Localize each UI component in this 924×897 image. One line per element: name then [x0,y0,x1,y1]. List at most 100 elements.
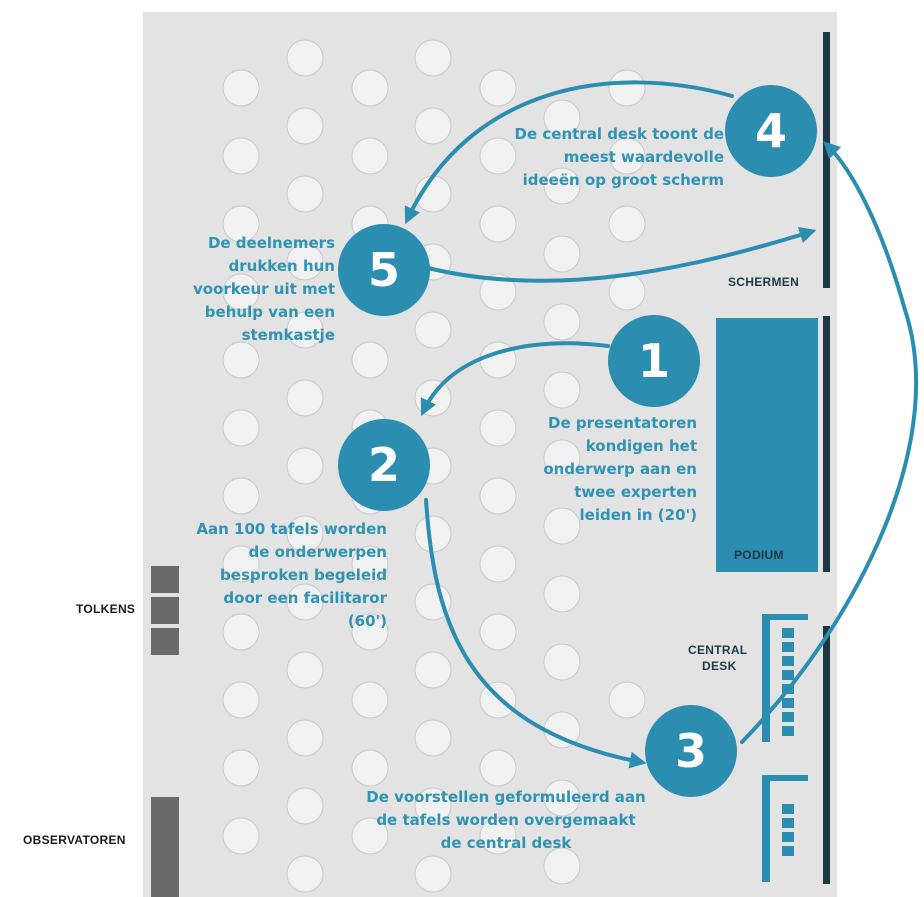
round-table [286,447,324,485]
round-table [286,855,324,893]
step-1-line: leiden in (20') [579,506,698,524]
schermen-label: SCHERMEN [728,275,800,289]
round-table [414,107,452,145]
round-table [479,749,517,787]
step-badge-circle [645,705,737,797]
step-badge-circle [608,315,700,407]
arrow-2-to-3 [424,498,647,769]
round-table [414,787,452,825]
step-3-line: de central desk [440,834,572,852]
step-badge-number: 2 [368,438,400,492]
step-1-text: De presentatoren kondigen het onderwerp … [543,412,697,527]
round-table [286,651,324,689]
arrow-4-to-5 [404,80,734,225]
step-badge-number: 4 [755,104,787,158]
step-2-line: Aan 100 tafels worden [196,520,387,538]
central-desk-label-line-1: CENTRAL [688,643,748,657]
screen-middle [823,316,830,572]
round-table [351,341,389,379]
round-table [222,273,260,311]
round-table [286,311,324,349]
round-table [543,575,581,613]
round-table [414,39,452,77]
observer-booth [151,797,179,897]
step-4-line: meest waardevolle [563,148,724,166]
central-desk-label-line-2: DESK [702,659,737,673]
round-table [479,273,517,311]
round-table [286,583,324,621]
step-3-line: De voorstellen geformuleerd aan [366,788,646,806]
step-5-text: De deelnemers drukken hun voorkeur uit m… [193,232,335,347]
step-3-line: de tafels worden overgemaakt [376,811,636,829]
round-table [286,515,324,553]
round-table [222,749,260,787]
tolkens-label: TOLKENS [76,602,136,616]
step-2-line: de onderwerpen [248,543,387,561]
round-table [351,681,389,719]
step-5-line: drukken hun [228,257,335,275]
step-badge-circle [338,224,430,316]
round-table [414,515,452,553]
round-table [414,651,452,689]
round-table [286,39,324,77]
round-table [479,681,517,719]
round-table [608,681,646,719]
step-badge-2: 2 [338,419,430,511]
round-table [543,779,581,817]
tolken-booth-2 [151,597,179,624]
round-table [351,749,389,787]
round-table [286,719,324,757]
round-table [286,787,324,825]
step-1-line: De presentatoren [548,414,697,432]
round-table [479,477,517,515]
round-table [479,137,517,175]
round-table [351,545,389,583]
round-table [222,205,260,243]
round-table [286,243,324,281]
step-2-text: Aan 100 tafels worden de onderwerpen bes… [196,518,387,633]
round-table [479,545,517,583]
round-table [351,137,389,175]
step-badge-number: 5 [368,243,400,297]
tolken-booth-1 [151,566,179,593]
arrow-3-to-4 [740,141,919,744]
round-table [479,817,517,855]
round-table [543,99,581,137]
round-table [222,409,260,447]
step-5-line: De deelnemers [207,234,335,252]
round-table [414,855,452,893]
step-badge-number: 1 [638,334,670,388]
round-table [222,477,260,515]
step-badge-circle [725,85,817,177]
step-2-line: (60') [347,612,387,630]
round-table [543,847,581,885]
step-1-line: kondigen het [585,437,697,455]
round-table [543,371,581,409]
central-desk-lower [762,775,808,882]
round-table [222,137,260,175]
step-3-text: De voorstellen geformuleerd aan de tafel… [356,786,656,855]
round-table [543,235,581,273]
step-4-text: De central desk toont de meest waardevol… [515,123,724,192]
round-table [222,69,260,107]
step-1-line: twee experten [574,483,697,501]
round-table [479,205,517,243]
round-table [543,439,581,477]
step-2-line: door een facilitaror [223,589,387,607]
round-table [543,643,581,681]
round-table [543,167,581,205]
round-table [351,69,389,107]
tolken-booth-3 [151,628,179,655]
step-2-line: besproken begeleid [220,566,387,584]
round-table [351,613,389,651]
step-badge-3: 3 [645,705,737,797]
round-table [608,69,646,107]
round-table [414,583,452,621]
round-table [479,409,517,447]
arrow-1-to-2 [420,341,610,417]
round-table [222,545,260,583]
round-table [286,107,324,145]
step-5-line: behulp van een [204,303,335,321]
central-desk-label: CENTRAL DESK [688,642,747,674]
